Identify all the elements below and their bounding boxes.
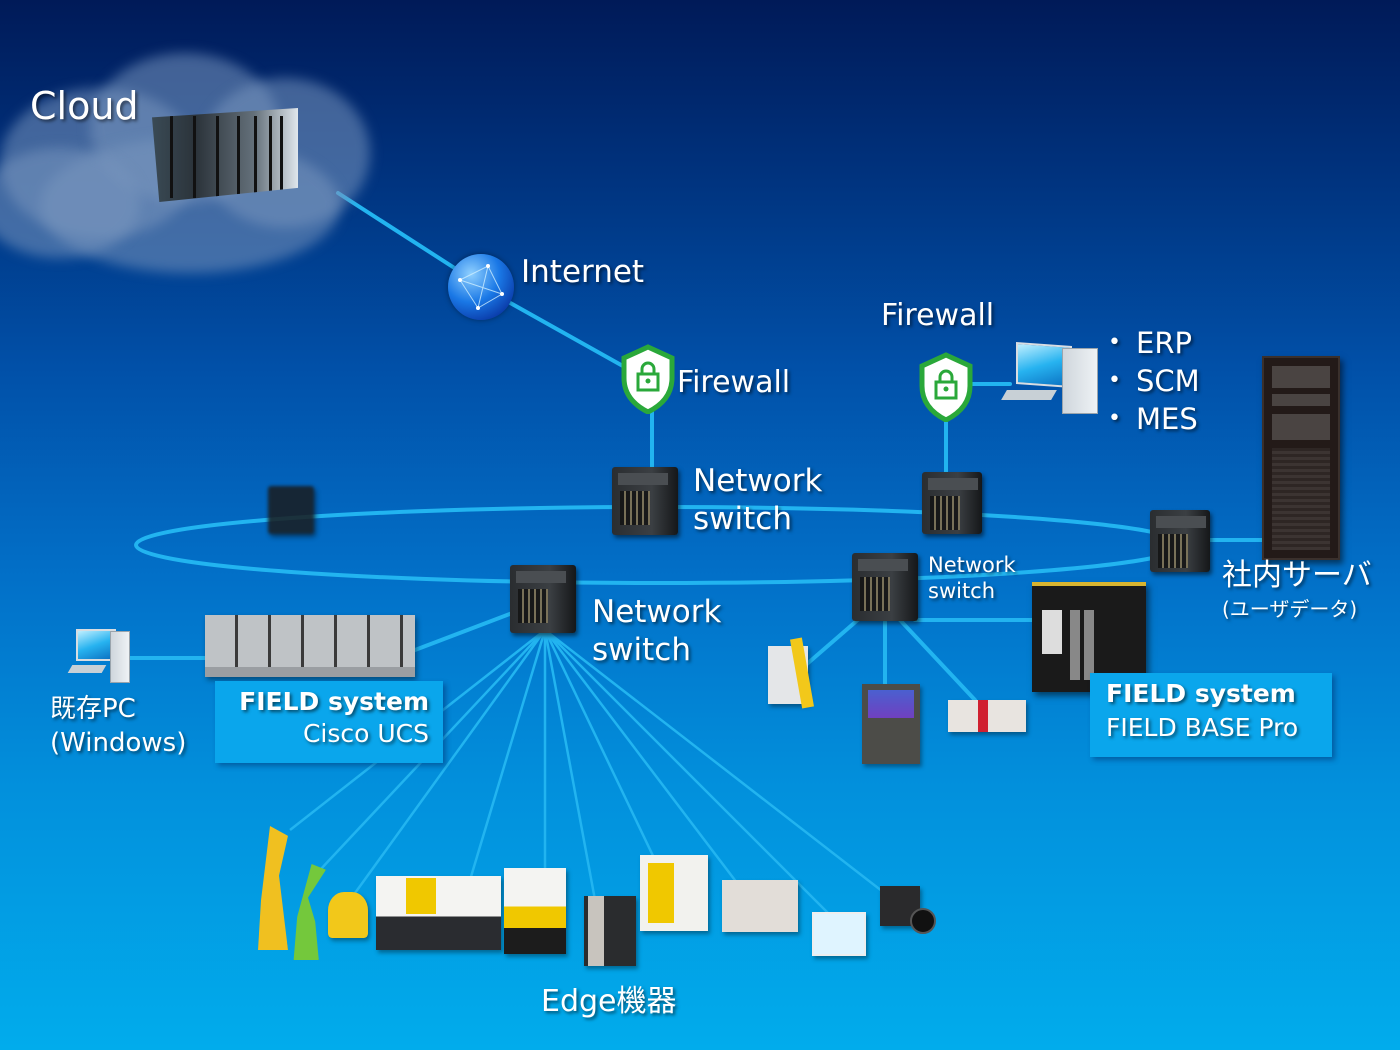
existing-pc-label-line2: (Windows) xyxy=(50,728,187,758)
field-system-base-pro-box: FIELD system FIELD BASE Pro xyxy=(1090,673,1332,757)
switch-lower-right-label: Network switch xyxy=(928,552,1016,604)
switch-top-center-label: Network switch xyxy=(693,462,822,538)
industrial-robot-icon xyxy=(768,637,814,709)
desktop-pc-icon xyxy=(1000,340,1100,415)
network-switch-icon xyxy=(612,467,678,535)
field-system-ucs-box: FIELD system Cisco UCS xyxy=(215,681,443,763)
network-switch-icon xyxy=(268,486,314,534)
switch-label-line2: switch xyxy=(592,632,691,668)
tower-server-icon xyxy=(1262,356,1340,560)
field-system-base-pro-subtitle: FIELD BASE Pro xyxy=(1106,713,1299,742)
datacenter-icon xyxy=(152,108,298,202)
wire-edm-machine-icon xyxy=(504,868,566,954)
network-switch-icon xyxy=(1150,510,1210,572)
business-system-item: SCM xyxy=(1108,362,1200,400)
business-system-item: MES xyxy=(1108,400,1200,438)
switch-label-line1: Network xyxy=(693,463,823,499)
line-ucs-switch xyxy=(413,610,517,652)
network-switch-icon xyxy=(922,472,982,534)
shield-lock-icon xyxy=(621,344,675,414)
internal-server-label: 社内サーバ xyxy=(1222,558,1372,593)
line-internet-firewall xyxy=(503,298,632,372)
field-system-base-pro-title: FIELD system xyxy=(1106,679,1296,708)
line-switch-plc xyxy=(898,618,977,702)
line-switch-robot xyxy=(798,616,862,672)
globe-icon xyxy=(448,254,514,320)
injection-molding-machine-icon xyxy=(376,876,501,950)
cnc-machine-icon xyxy=(584,896,636,966)
network-switch-icon xyxy=(852,553,918,621)
hmi-panel-icon xyxy=(812,912,866,956)
network-switch-icon xyxy=(510,565,576,633)
switch-label-line1: Network xyxy=(592,594,722,630)
cloud-label: Cloud xyxy=(30,84,139,128)
switch-label-line2: switch xyxy=(693,501,792,537)
edge-devices-label: Edge機器 xyxy=(541,984,677,1019)
switch-label-line1: Network xyxy=(928,553,1016,577)
delta-robot-icon xyxy=(328,892,368,938)
plc-rack-icon xyxy=(948,700,1026,732)
shield-lock-icon xyxy=(919,352,973,422)
existing-pc-label: 既存PC (Windows) xyxy=(50,692,186,760)
field-system-ucs-subtitle: Cisco UCS xyxy=(302,719,429,748)
cnc-controller-icon xyxy=(862,684,920,764)
plc-modules-icon xyxy=(722,880,798,932)
machining-center-icon xyxy=(640,855,708,931)
switch-lower-center-label: Network switch xyxy=(592,593,721,669)
desktop-pc-icon xyxy=(66,625,132,685)
business-systems-list: ERP SCM MES xyxy=(1108,324,1200,438)
line-cloud-internet xyxy=(336,191,472,280)
internal-server-sublabel: (ユーザデータ) xyxy=(1222,597,1358,621)
existing-pc-label-line1: 既存PC xyxy=(50,694,136,724)
industrial-camera-icon xyxy=(880,886,936,934)
firewall-right-label: Firewall xyxy=(881,298,995,333)
field-system-ucs-title: FIELD system xyxy=(239,687,429,716)
rack-server-icon xyxy=(205,615,415,677)
switch-label-line2: switch xyxy=(928,579,996,603)
internet-label: Internet xyxy=(521,254,645,290)
business-system-item: ERP xyxy=(1108,324,1200,362)
firewall-left-label: Firewall xyxy=(677,365,791,400)
